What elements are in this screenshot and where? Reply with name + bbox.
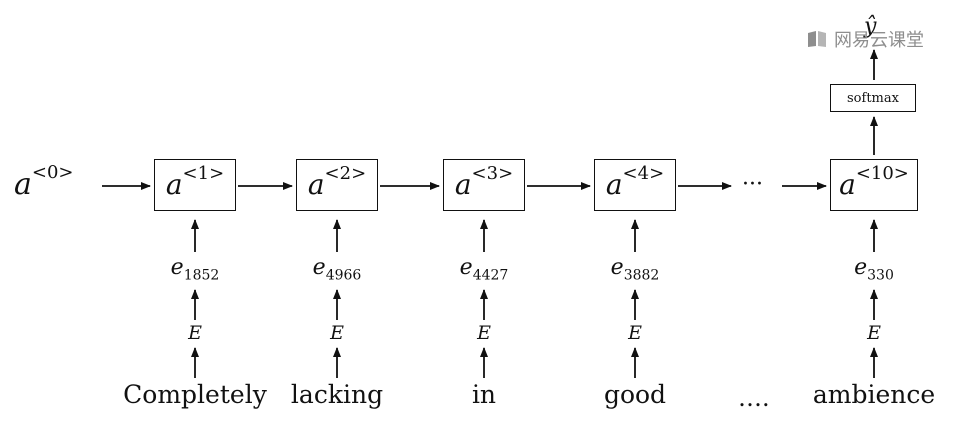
rnn-cell-1: a<1>	[154, 159, 236, 211]
embedding-3: e4427	[459, 255, 509, 284]
rnn-cell-10: a<10>	[830, 159, 918, 211]
embedding-2: e4966	[312, 255, 362, 284]
softmax-box: softmax	[830, 84, 916, 112]
embedding-4: e3882	[610, 255, 660, 284]
embedding-10: e330	[854, 255, 894, 284]
initial-activation: a<0>	[14, 162, 74, 202]
embedding-matrix-2: E	[330, 322, 344, 344]
embedding-matrix-3: E	[477, 322, 491, 344]
rnn-cell-3: a<3>	[443, 159, 525, 211]
watermark-text: 网易云课堂	[834, 30, 924, 51]
word-4: good	[603, 380, 667, 409]
rnn-cell-4: a<4>	[594, 159, 676, 211]
book-icon	[808, 31, 826, 47]
word-1: Completely	[123, 380, 267, 409]
watermark: 网易云课堂	[806, 26, 924, 52]
output-y-hat: ŷ	[864, 14, 877, 39]
embedding-matrix-1: E	[188, 322, 202, 344]
word-2: lacking	[290, 380, 384, 409]
word-10: ambience	[812, 380, 936, 409]
embedding-matrix-10: E	[867, 322, 881, 344]
embedding-1: e1852	[170, 255, 220, 284]
horizontal-ellipsis: ···	[742, 172, 763, 197]
word-3: in	[471, 380, 497, 409]
word-ellipsis: ….	[738, 384, 770, 412]
rnn-cell-2: a<2>	[296, 159, 378, 211]
embedding-matrix-4: E	[628, 322, 642, 344]
